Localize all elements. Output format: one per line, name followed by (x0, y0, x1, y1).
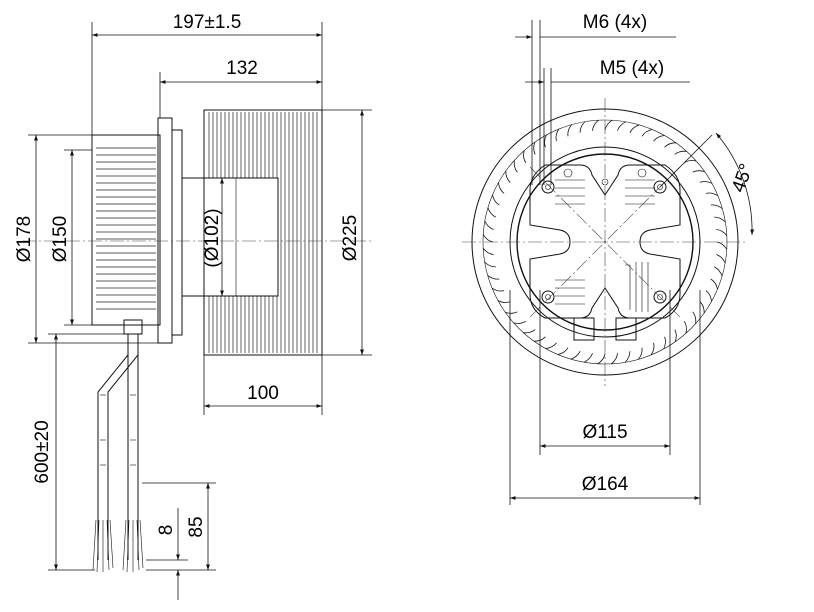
side-dimensions: 197±1.5 132 Ø178 Ø150 (Ø102) Ø225 100 60… (14, 12, 372, 600)
screw-hole-tl (541, 180, 555, 194)
dim-impeller-width: 100 (247, 383, 279, 404)
dim-strip-length: 8 (156, 525, 177, 536)
motor-body (91, 134, 161, 326)
side-view (22, 109, 372, 573)
dim-impeller-diameter: Ø225 (340, 215, 361, 261)
dim-flange-diameter: Ø150 (50, 216, 71, 262)
screw-holes (541, 168, 667, 304)
motor-fins (96, 147, 156, 310)
label-m6-thread: M6 (4x) (583, 12, 647, 33)
dim-bolt-circle-164: Ø164 (582, 474, 629, 495)
front-view (462, 98, 748, 386)
motor-flange (529, 164, 681, 319)
dim-mount-length: 132 (226, 58, 258, 79)
screw-hole-bl (541, 290, 555, 304)
screw-hole-br (653, 290, 667, 304)
terminal-right (615, 317, 637, 341)
cable-gland (123, 319, 143, 335)
terminal-left (573, 317, 595, 341)
angle-arc (715, 132, 755, 236)
dim-cable-length: 600±20 (32, 420, 53, 483)
cable-1 (97, 334, 129, 560)
dim-outer-diameter: Ø178 (14, 216, 35, 262)
dim-bolt-circle-115: Ø115 (582, 422, 627, 443)
screw-hole-tr (653, 180, 667, 194)
label-m5-thread: M5 (4x) (600, 58, 664, 79)
front-dimensions: M6 (4x) M5 (4x) 45° Ø115 Ø164 (509, 12, 758, 505)
dim-hub-diameter: (Ø102) (202, 208, 223, 267)
dim-angle: 45° (728, 161, 758, 195)
dim-overall-length: 197±1.5 (173, 12, 242, 33)
dim-sleeve-length: 85 (186, 516, 207, 537)
flange-step (171, 129, 183, 336)
